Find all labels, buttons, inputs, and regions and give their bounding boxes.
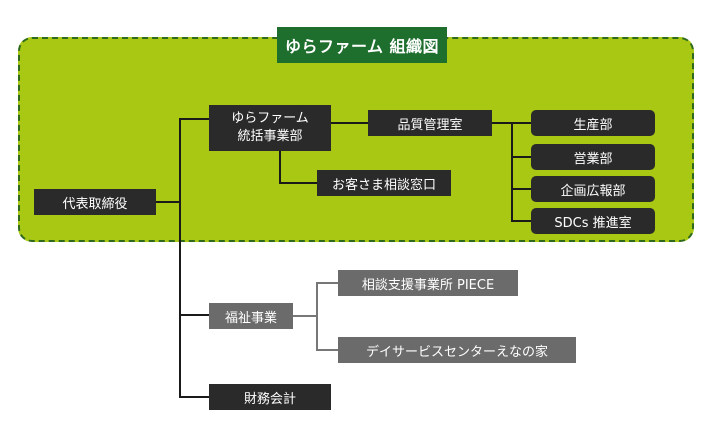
hq-line2: 統括事業部 [237,129,303,144]
finance-box: 財務会計 [209,384,331,410]
dept-vline [511,122,513,222]
welfare-connector [179,314,209,316]
representative-box: 代表取締役 [34,189,156,215]
welfare-unit-dayservice: デイサービスセンターえなの家 [338,337,576,363]
hq-line1: ゆらファーム [231,111,309,126]
chart-title: ゆらファーム 組織図 [277,27,447,63]
welfare-branch-1 [316,282,338,284]
dept-sales: 営業部 [531,144,655,170]
quality-dept-connector [492,122,512,124]
trunk-line [179,118,181,398]
dept-branch-2 [511,156,531,158]
welfare-out-line [293,315,317,317]
hq-quality-connector [331,122,368,124]
rep-connector [156,201,180,203]
hq-customer-hline [279,182,317,184]
hq-customer-vline [279,150,281,183]
hq-connector [179,118,209,120]
welfare-unit-piece: 相談支援事業所 PIECE [338,270,518,296]
welfare-vline [316,282,318,351]
dept-branch-1 [511,122,531,124]
dept-branch-3 [511,188,531,190]
dept-branch-4 [511,220,531,222]
customer-office-box: お客さま相談窓口 [317,170,451,196]
dept-planning-pr: 企画広報部 [531,176,655,202]
dept-production: 生産部 [531,110,655,136]
hq-box: ゆらファーム 統括事業部 [209,105,331,151]
welfare-box: 福祉事業 [209,303,293,329]
welfare-branch-2 [316,349,338,351]
finance-connector [179,396,209,398]
quality-office-box: 品質管理室 [368,110,492,136]
dept-sdcs: SDCs 推進室 [531,208,655,234]
